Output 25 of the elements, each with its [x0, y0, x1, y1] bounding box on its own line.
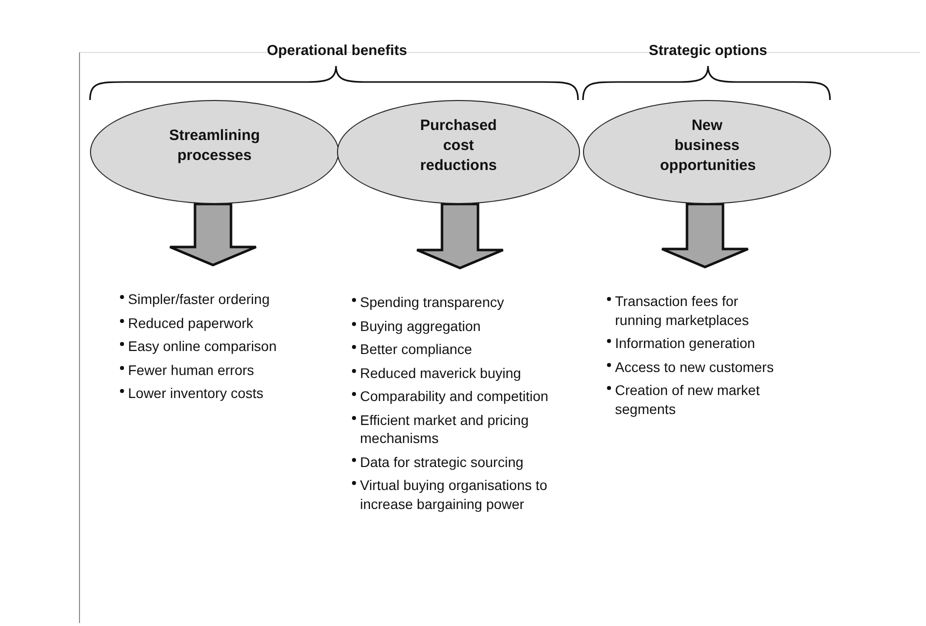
block-arrow: [168, 202, 258, 266]
bullet-item: Access to new customers: [615, 358, 774, 376]
group-heading: Operational benefits: [266, 43, 408, 59]
bullet-item: Fewer human errors: [128, 360, 254, 379]
bullet-item: Creation of new market segments: [615, 381, 761, 418]
bullet-item: Better compliance: [360, 340, 472, 358]
bullet-item: Virtual buying organisations to increase bargaining power: [360, 476, 548, 513]
bullet-item: Simpler/faster ordering: [128, 290, 270, 308]
bullet-item: Transaction fees for running marketplaces: [615, 292, 750, 329]
bullet-item: Lower inventory costs: [128, 384, 264, 402]
bullet-item: Reduced paperwork: [128, 314, 254, 332]
bullet-item: Comparability and competition: [360, 387, 548, 406]
bullet-item: Spending transparency: [360, 293, 504, 312]
block-arrow: [660, 202, 750, 268]
ellipse-label: Streamlining processes: [168, 126, 261, 166]
group-heading: Strategic options: [648, 43, 768, 59]
ellipse-label: New business opportunities: [660, 116, 754, 176]
ellipse-label: Purchased cost reductions: [419, 116, 498, 176]
bullet-item: Buying aggregation: [360, 316, 481, 335]
bullet-item: Efficient market and pricing mechanisms: [360, 410, 530, 448]
bullet-item: Reduced maverick buying: [360, 364, 522, 382]
bullet-item: Information generation: [615, 334, 756, 352]
bullet-item: Data for strategic sourcing: [360, 452, 524, 471]
block-arrow: [416, 202, 504, 270]
bullet-item: Easy online comparison: [128, 337, 277, 356]
